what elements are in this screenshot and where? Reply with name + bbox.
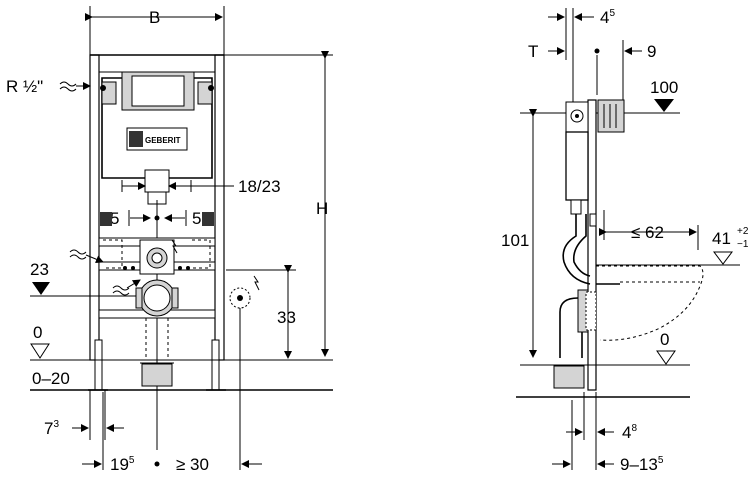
level-100-label: 100	[650, 78, 678, 97]
level-23-label: 23	[30, 260, 49, 279]
dim-41-tol-plus: +2	[737, 226, 749, 237]
dim-33-label: 33	[277, 308, 296, 327]
dim-4-5-label: 45	[600, 8, 615, 27]
dim-62-label: ≤ 62	[631, 223, 664, 242]
logo-mark	[129, 131, 143, 147]
dim-9-label: 9	[647, 42, 656, 61]
side-level-0-label: 0	[660, 330, 669, 349]
front-view: B GEBERIT R ½" 18/23	[6, 6, 333, 474]
offset-right-label: 5	[192, 209, 201, 228]
dim-4-8-label: 48	[622, 423, 637, 442]
brand-logo-text: GEBERIT	[145, 136, 181, 145]
level-0-label: 0	[33, 323, 42, 342]
range-0-20-label: 0–20	[32, 369, 70, 388]
width-label: B	[149, 8, 160, 27]
dim-101-label: 101	[501, 231, 529, 250]
dim-41-tol-minus: −1	[737, 239, 749, 250]
dim-30-label: ≥ 30	[176, 455, 209, 474]
inlet-label: R ½"	[6, 77, 43, 96]
height-label: H	[316, 199, 328, 218]
dim-T-label: T	[528, 42, 538, 61]
dim-19-label: 195	[110, 455, 135, 474]
side-view: 45 T 9 100 101 ≤ 62	[501, 8, 749, 474]
flush-pipe-label: 18/23	[238, 177, 281, 196]
offset-left-label: 5	[110, 209, 119, 228]
dim-41-label: 41	[712, 229, 731, 248]
dim-7-label: 73	[44, 419, 59, 438]
dim-9-13-label: 9–135	[620, 455, 664, 474]
